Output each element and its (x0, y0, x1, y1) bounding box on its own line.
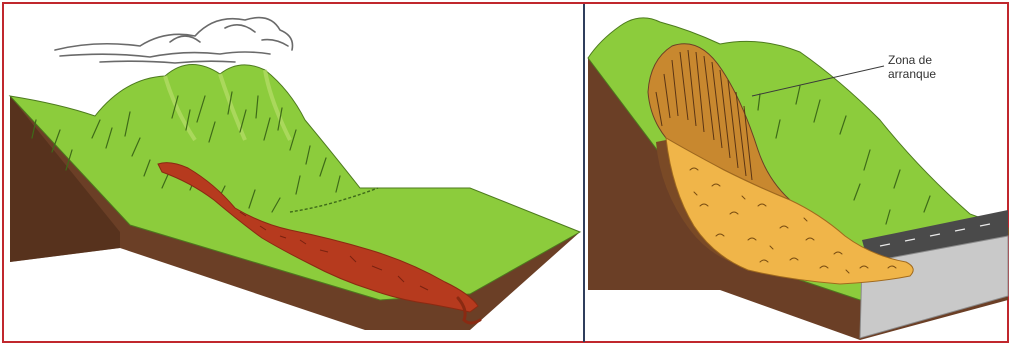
road (862, 210, 1008, 262)
soil-shadow (10, 96, 120, 262)
annotation-line1: Zona de (888, 53, 932, 67)
ridge-highlight (163, 69, 292, 142)
earthflow-texture (239, 211, 429, 291)
landslide-deposit (665, 137, 914, 285)
earthflow-tail (456, 296, 482, 325)
gully-lines (757, 85, 931, 225)
earthflow (157, 162, 479, 313)
cloud-icon (54, 16, 294, 64)
gully-lines (31, 91, 341, 213)
soil-block (588, 58, 1008, 340)
annotation-leader (751, 65, 885, 97)
deposit-texture (689, 167, 897, 274)
right-panel: Zona de arranque (587, 17, 1009, 340)
scarp-striations (655, 49, 753, 181)
annotation-line2: arranque (888, 67, 936, 81)
hillside-surface (8, 64, 582, 301)
left-panel (8, 16, 582, 330)
soil-cross-section (10, 96, 580, 330)
plain-edge (289, 187, 379, 213)
road-markings (879, 223, 991, 247)
